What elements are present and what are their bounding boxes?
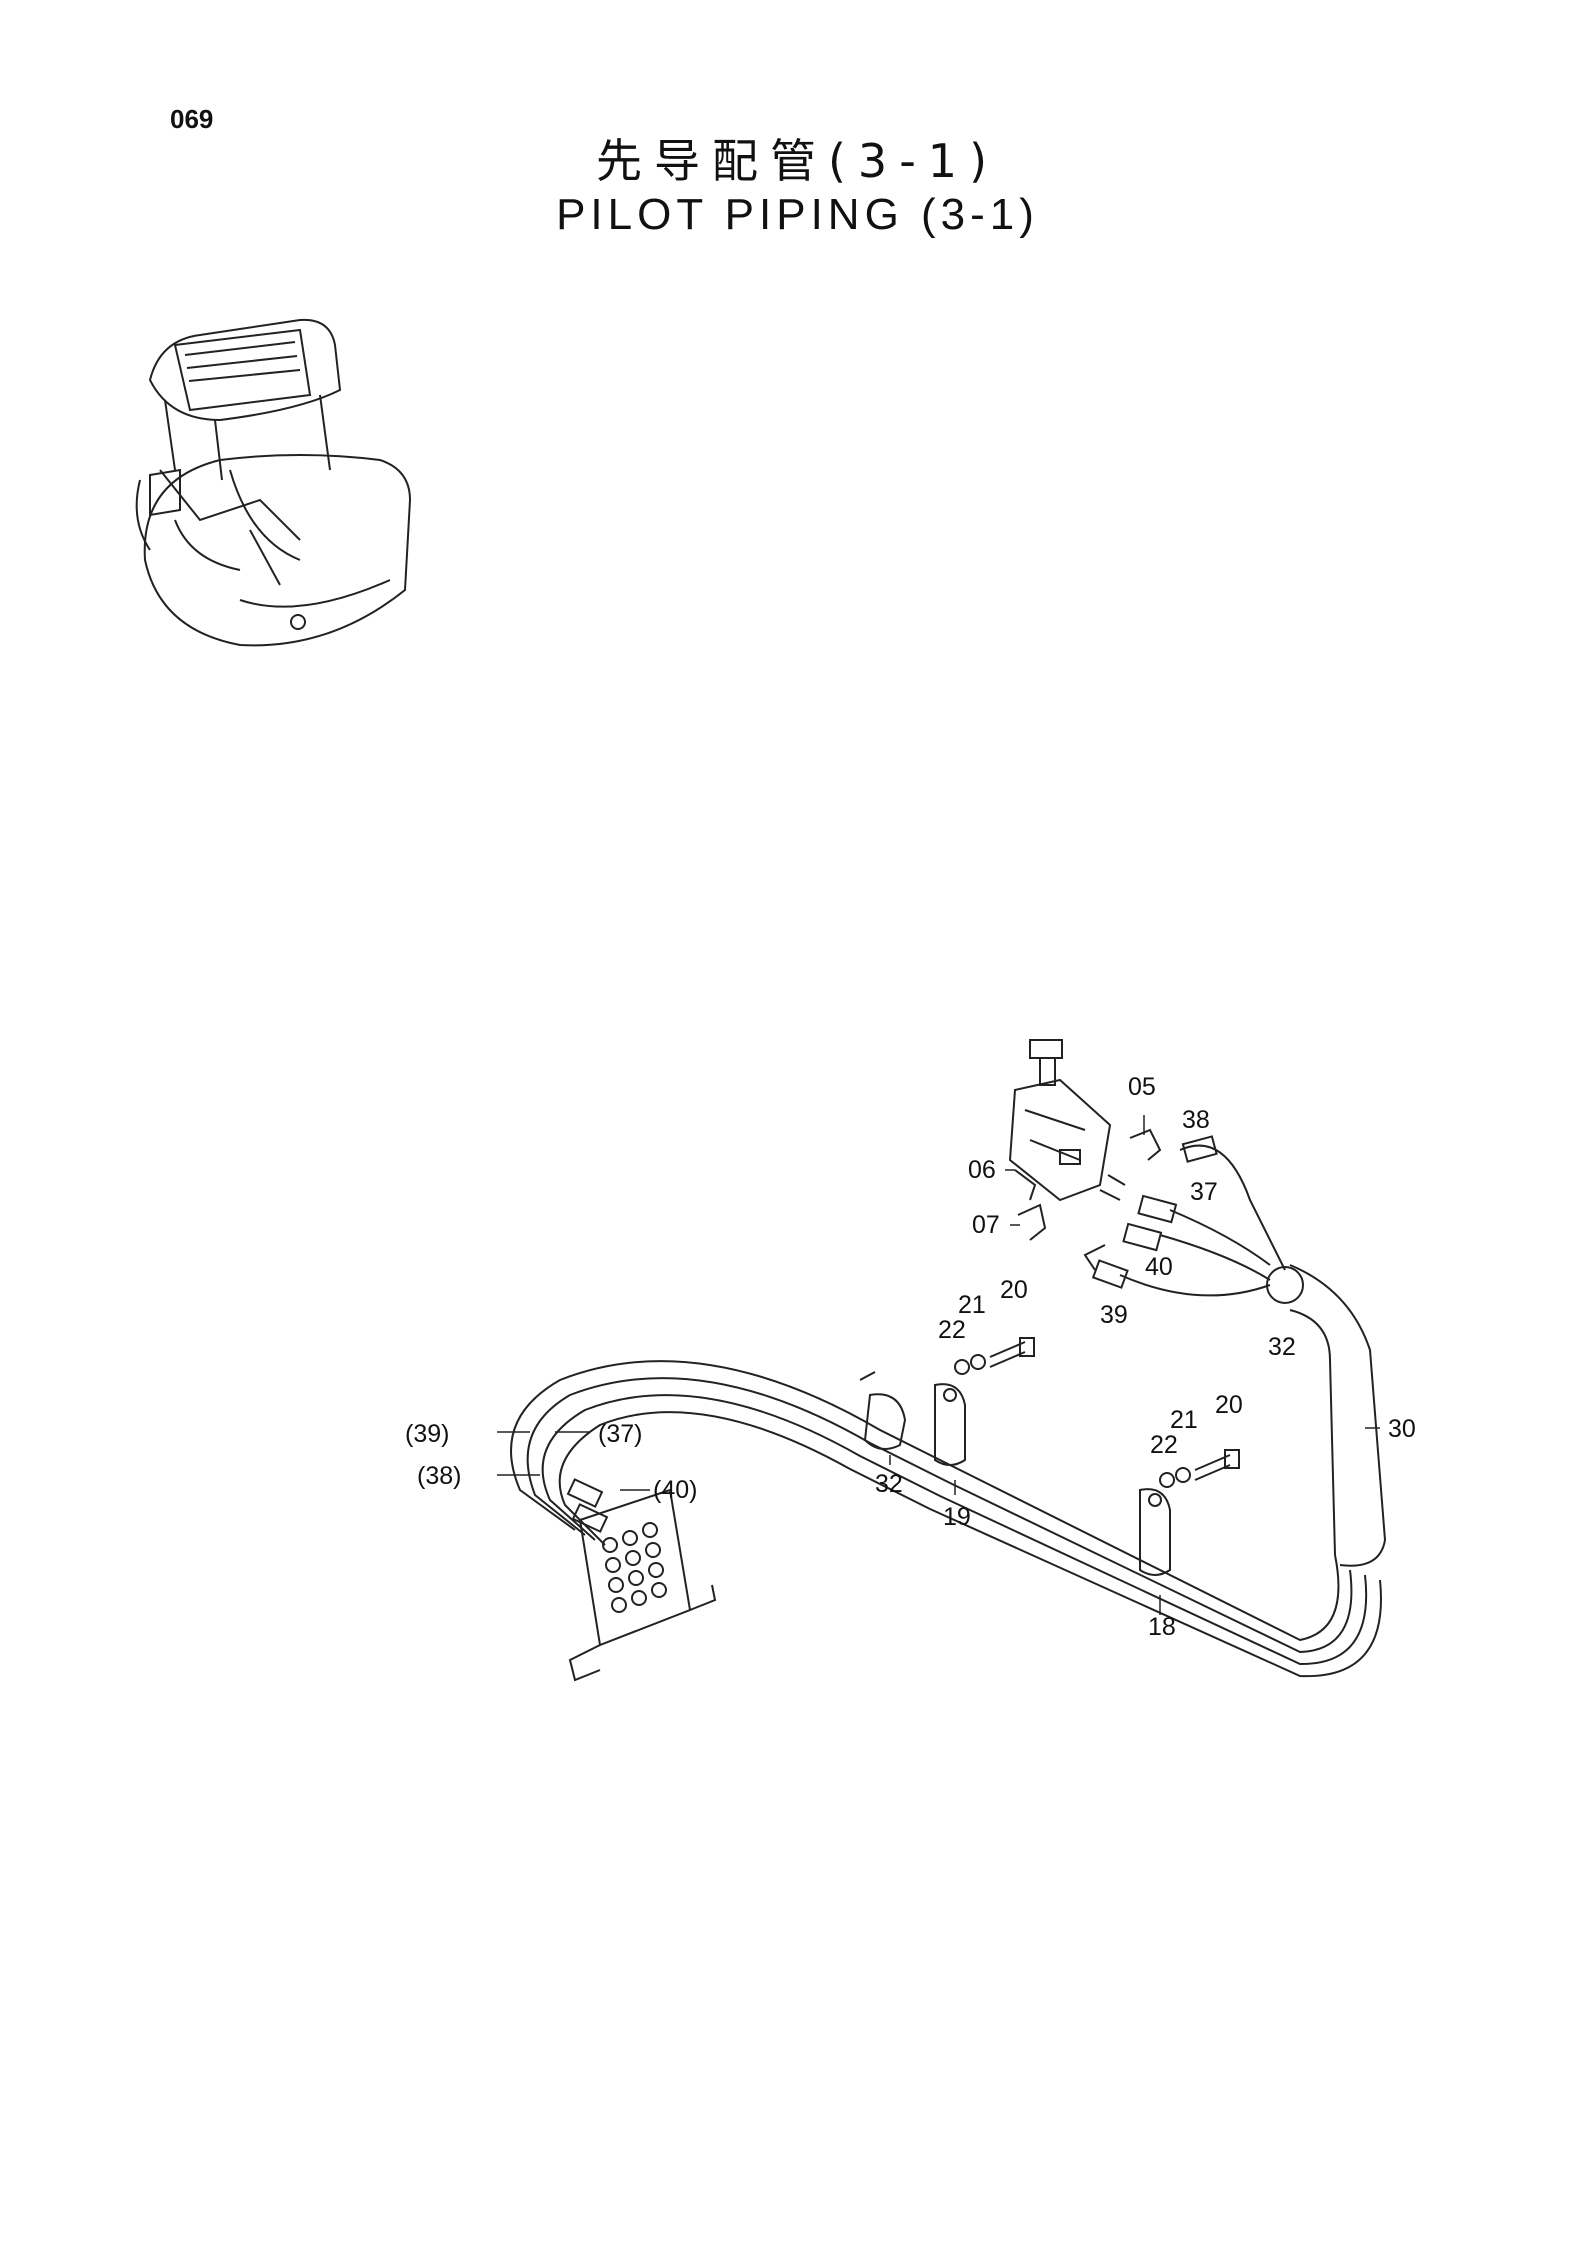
callout-37: 37 bbox=[1190, 1178, 1218, 1206]
leader-lines bbox=[497, 1115, 1380, 1615]
bolt-washer-set-lower bbox=[1159, 1449, 1240, 1488]
callout-38: 38 bbox=[1182, 1106, 1210, 1134]
clamp-19 bbox=[934, 1383, 966, 1466]
page-number: 069 bbox=[170, 104, 214, 134]
callout-37-ref: (37) bbox=[598, 1420, 642, 1448]
hoses-37-38-39-40 bbox=[1091, 1135, 1286, 1297]
protective-sleeve bbox=[1266, 1264, 1387, 1567]
callout-06: 06 bbox=[968, 1156, 996, 1184]
callout-labels: 05 38 06 37 07 40 39 32 20 21 22 30 (39)… bbox=[405, 1073, 1416, 1641]
callout-39-ref: (39) bbox=[405, 1420, 449, 1448]
callout-21-upper: 21 bbox=[958, 1291, 986, 1319]
clamp-18 bbox=[1139, 1488, 1171, 1576]
elbow-fittings bbox=[1014, 1128, 1162, 1271]
callout-32-left: 32 bbox=[875, 1470, 903, 1498]
callout-07: 07 bbox=[972, 1211, 1000, 1239]
callout-20-lower: 20 bbox=[1215, 1391, 1243, 1419]
bolt-washer-set-upper bbox=[954, 1337, 1035, 1375]
page-title-chinese: 先导配管(3-1) bbox=[595, 134, 1000, 188]
callout-20-upper: 20 bbox=[1000, 1276, 1028, 1304]
pilot-valve-block bbox=[1008, 1039, 1112, 1202]
callout-40-ref: (40) bbox=[653, 1476, 697, 1504]
callout-22-upper: 22 bbox=[938, 1316, 966, 1344]
callout-21-lower: 21 bbox=[1170, 1406, 1198, 1434]
callout-22-lower: 22 bbox=[1150, 1431, 1178, 1459]
junction-block bbox=[566, 1478, 717, 1682]
callout-18: 18 bbox=[1148, 1613, 1176, 1641]
callout-19: 19 bbox=[943, 1503, 971, 1531]
callout-38-ref: (38) bbox=[417, 1462, 461, 1490]
callout-05: 05 bbox=[1128, 1073, 1156, 1101]
callout-39: 39 bbox=[1100, 1301, 1128, 1329]
page-title-english: PILOT PIPING (3-1) bbox=[556, 190, 1039, 239]
cab-locator-illustration bbox=[135, 318, 412, 647]
clamp-32-left bbox=[859, 1371, 907, 1450]
callout-30: 30 bbox=[1388, 1415, 1416, 1443]
hose-run bbox=[510, 1360, 1382, 1678]
callout-32-right: 32 bbox=[1268, 1333, 1296, 1361]
callout-40: 40 bbox=[1145, 1253, 1173, 1281]
